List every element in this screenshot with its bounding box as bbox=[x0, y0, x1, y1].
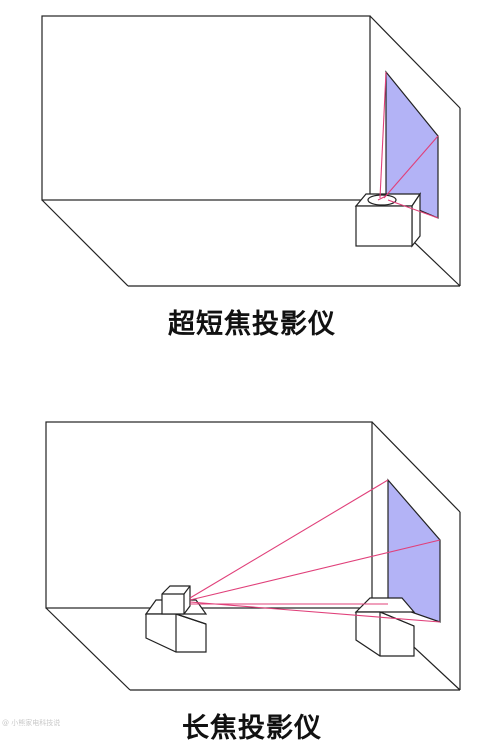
floor-left-edge bbox=[41, 199, 129, 287]
ceiling-right-edge bbox=[371, 421, 461, 513]
projector-long-throw bbox=[161, 585, 191, 615]
projection-rays bbox=[189, 479, 441, 623]
caption-ultra-short-throw: 超短焦投影仪 bbox=[168, 309, 336, 340]
room-ultra-short-throw bbox=[41, 15, 461, 287]
back-wall bbox=[41, 15, 371, 201]
ceiling-right-edge bbox=[369, 15, 461, 109]
projector-lens bbox=[367, 194, 397, 206]
projection-rays bbox=[377, 71, 439, 219]
side-box bbox=[354, 597, 416, 657]
watermark: @ 小熊家电科技说 bbox=[2, 719, 61, 727]
projector-ust bbox=[354, 192, 422, 248]
floor-left-edge bbox=[45, 607, 131, 691]
room-long-throw bbox=[45, 421, 461, 691]
caption-long-throw: 长焦投影仪 bbox=[182, 713, 322, 744]
back-wall bbox=[45, 421, 373, 609]
